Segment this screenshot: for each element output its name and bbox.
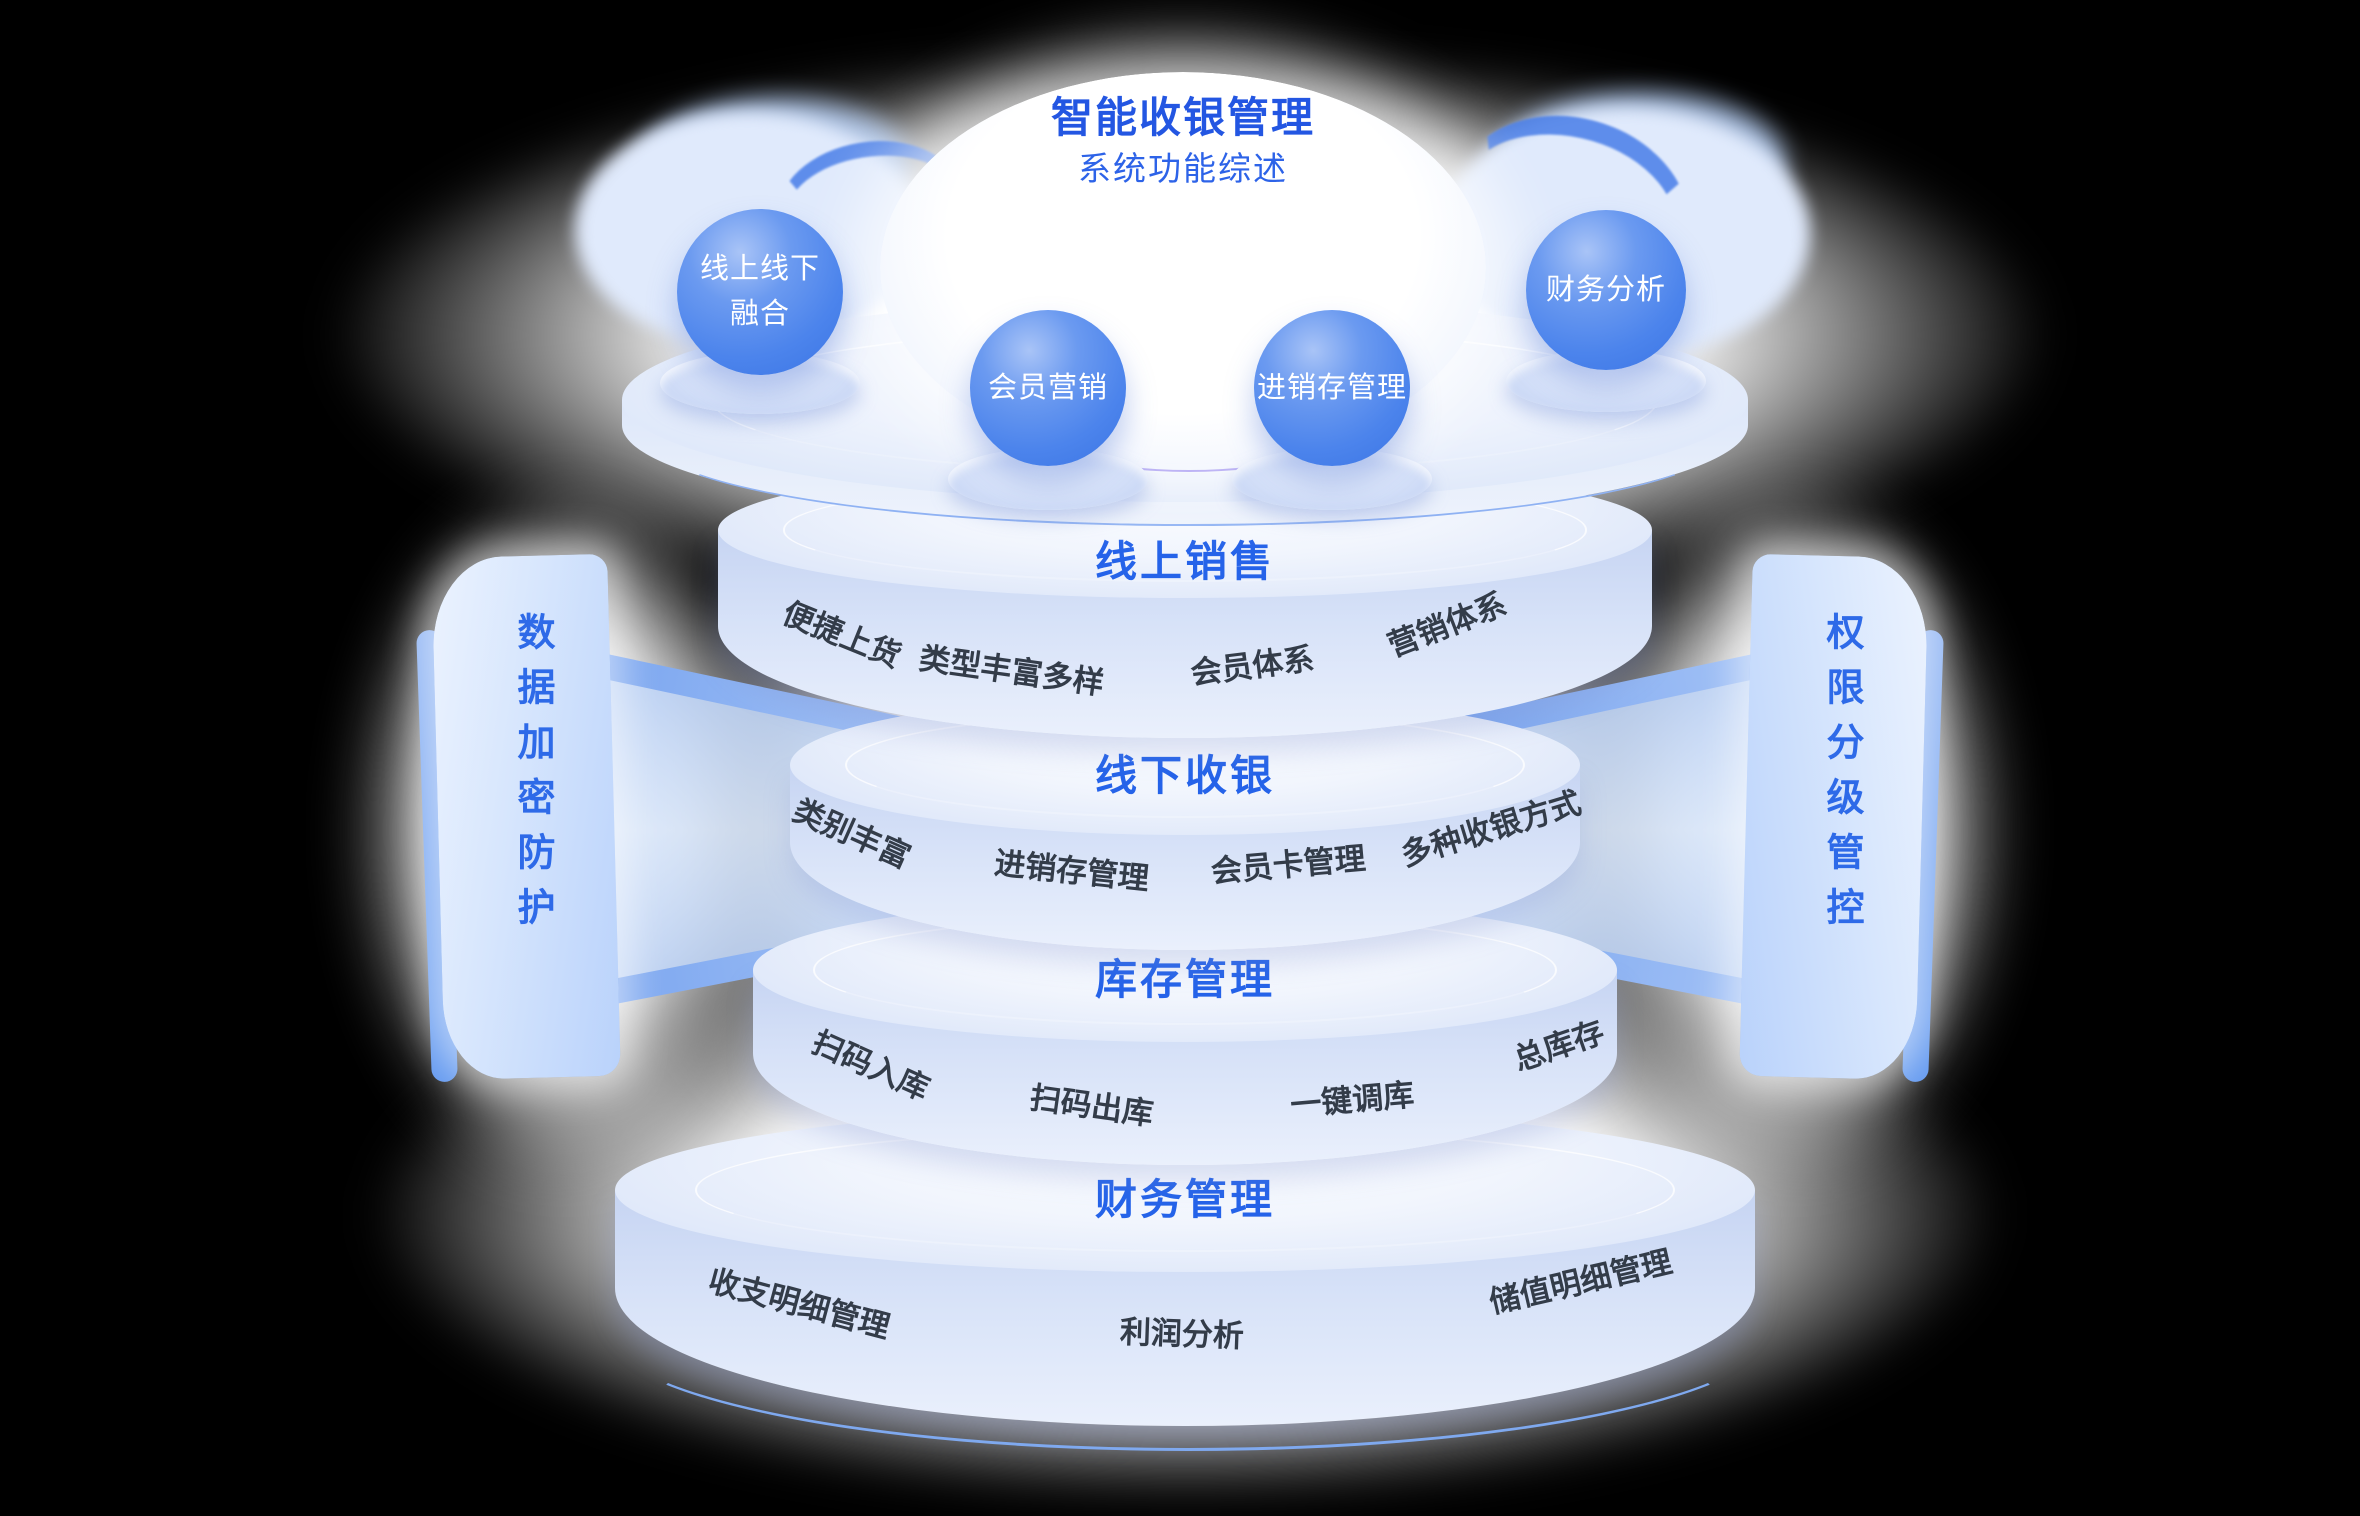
sphere-member-marketing: 会员营销 — [970, 310, 1126, 466]
sphere-label-line: 线上线下 — [699, 253, 820, 286]
left-wing-label: 数据加密防护 — [511, 612, 553, 942]
sphere-financial-analysis: 财务分析 — [1526, 210, 1686, 370]
top-plate-rim-line — [648, 350, 1726, 526]
page-title: 智能收银管理 — [1050, 94, 1315, 141]
layer-offline-cashier-title: 线下收银 — [1094, 752, 1275, 799]
page-subtitle: 系统功能综述 — [1078, 150, 1288, 187]
sphere-label-line: 融合 — [729, 298, 790, 330]
sphere-label-line: 会员营销 — [987, 371, 1108, 404]
right-wing-label: 权限分级管控 — [1820, 612, 1862, 942]
layer-inventory-title: 库存管理 — [1094, 956, 1275, 1003]
sphere-purchase-sales-inventory: 进销存管理 — [1254, 310, 1410, 466]
dome-purple-arc — [1022, 372, 1356, 472]
sphere-label-line: 进销存管理 — [1256, 371, 1407, 404]
base-rim-line — [600, 1205, 1776, 1451]
layer-online-sales-title: 线上销售 — [1094, 538, 1275, 585]
sphere-online-offline-fusion: 线上线下 融合 — [677, 209, 843, 375]
sphere-label-line: 财务分析 — [1545, 273, 1666, 306]
